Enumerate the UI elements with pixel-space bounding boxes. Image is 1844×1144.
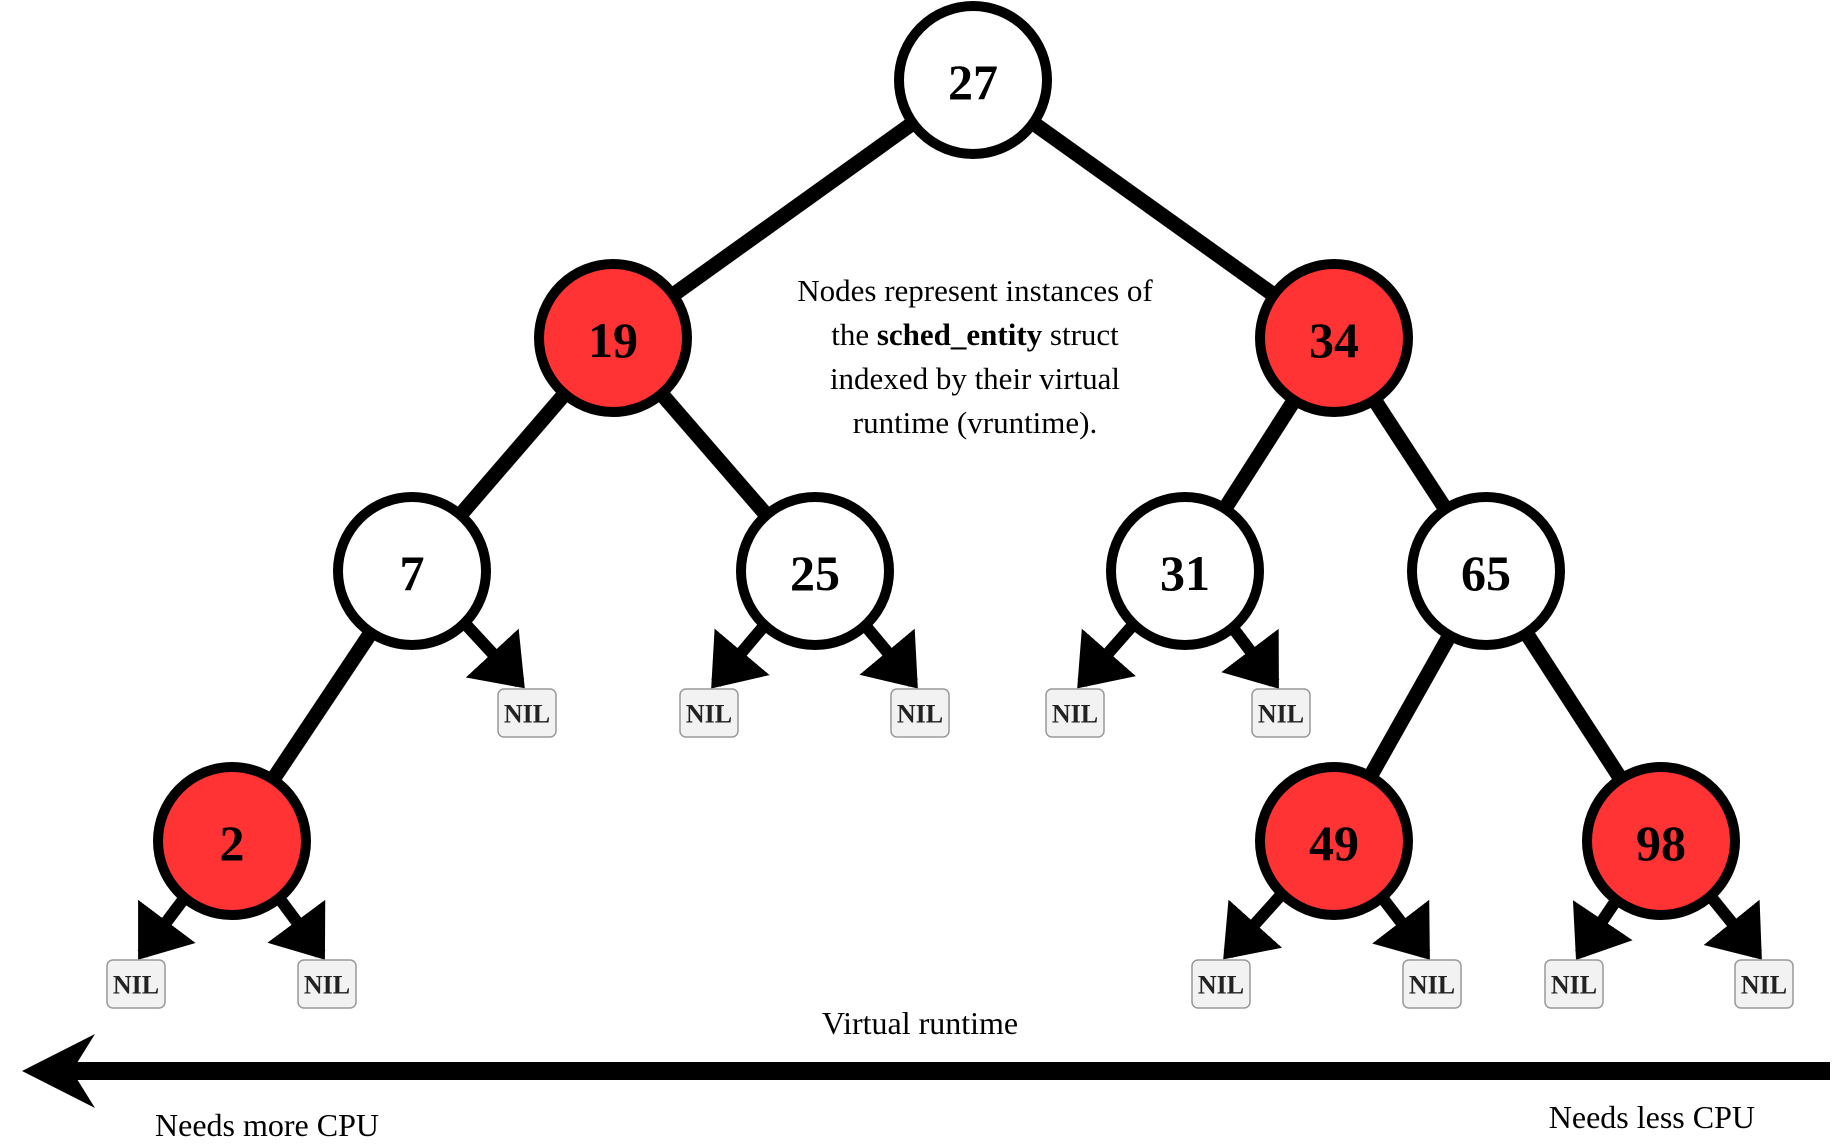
nil-arrow-49	[1223, 889, 1287, 960]
nil-arrow-2	[267, 894, 326, 960]
axis-right-label: Needs less CPU	[1549, 1099, 1755, 1135]
nil-arrow-31	[1077, 620, 1139, 689]
nil-box	[1544, 959, 1604, 1009]
nil-label: NIL	[304, 971, 350, 1000]
nil-leaf: NIL	[497, 688, 557, 738]
black-node-circle	[894, 1, 1052, 159]
nil-label: NIL	[1741, 971, 1787, 1000]
red-node-circle	[153, 762, 311, 920]
note-line-2-suffix: struct	[1042, 317, 1119, 352]
tree-node-98: 98	[1582, 762, 1740, 920]
node-value: 31	[1160, 545, 1210, 601]
red-node-circle	[1255, 259, 1413, 417]
tree-node-34: 34	[1255, 259, 1413, 417]
note-line-2: the sched_entity struct	[831, 317, 1119, 352]
black-node-circle	[333, 492, 491, 650]
nil-arrow-98	[1703, 892, 1762, 960]
nil-label: NIL	[1409, 971, 1455, 1000]
nil-leaf: NIL	[1045, 688, 1105, 738]
nil-box	[679, 688, 739, 738]
nil-leaf: NIL	[1544, 959, 1604, 1009]
tree-node-2: 2	[153, 762, 311, 920]
black-node-circle	[1106, 492, 1264, 650]
node-value: 98	[1636, 815, 1686, 871]
nil-label: NIL	[1258, 700, 1304, 729]
nil-label: NIL	[113, 971, 159, 1000]
tree-node-19: 19	[534, 259, 692, 417]
note-struct-name: sched_entity	[877, 317, 1043, 352]
nil-box	[1191, 959, 1251, 1009]
axis-left-label: Needs more CPU	[155, 1107, 379, 1143]
note-line-2-prefix: the	[831, 317, 877, 352]
node-value: 27	[948, 54, 998, 110]
axis-label: Virtual runtime	[822, 1005, 1018, 1041]
nil-leaf: NIL	[1402, 959, 1462, 1009]
tree-node-27: 27	[894, 1, 1052, 159]
red-node-circle	[534, 259, 692, 417]
tree-node-31: 31	[1106, 492, 1264, 650]
note-line-3: indexed by their virtual	[830, 361, 1120, 396]
node-value: 49	[1309, 815, 1359, 871]
node-value: 65	[1461, 545, 1511, 601]
nil-leaf: NIL	[679, 688, 739, 738]
nil-box	[1402, 959, 1462, 1009]
tree-node-49: 49	[1255, 762, 1413, 920]
tree-node-7: 7	[333, 492, 491, 650]
black-node-circle	[736, 492, 894, 650]
black-node-circle	[1407, 492, 1565, 650]
nil-label: NIL	[897, 700, 943, 729]
nil-label: NIL	[504, 700, 550, 729]
nil-label: NIL	[686, 700, 732, 729]
nil-leaf: NIL	[1251, 688, 1311, 738]
virtual-runtime-axis: Virtual runtime Needs more CPU Needs les…	[22, 1005, 1830, 1143]
nil-arrow-2	[137, 894, 196, 960]
nil-box	[1045, 688, 1105, 738]
nil-box	[890, 688, 950, 738]
node-value: 19	[588, 312, 638, 368]
nil-box	[1251, 688, 1311, 738]
node-value: 2	[220, 815, 245, 871]
nil-label: NIL	[1052, 700, 1098, 729]
nil-label: NIL	[1198, 971, 1244, 1000]
nil-box	[497, 688, 557, 738]
node-value: 34	[1309, 312, 1359, 368]
node-value: 7	[400, 545, 425, 601]
nil-leaf: NIL	[1191, 959, 1251, 1009]
note-line-4: runtime (vruntime).	[853, 405, 1098, 440]
axis-arrow-left-icon	[22, 1034, 95, 1108]
node-value: 25	[790, 545, 840, 601]
nil-arrow-98	[1572, 896, 1633, 960]
nil-leaf: NIL	[106, 959, 166, 1009]
tree-nodes: 27 19 34 7 25 31 65 2 49 98	[153, 1, 1740, 920]
description-note: Nodes represent instances of the sched_e…	[797, 273, 1153, 440]
red-node-circle	[1255, 762, 1413, 920]
tree-node-25: 25	[736, 492, 894, 650]
nil-leaves: NIL NIL NIL NIL NIL NIL NIL NIL NIL NIL NIL	[106, 688, 1794, 1009]
nil-pointer-edges	[137, 619, 1762, 960]
nil-leaf: NIL	[1734, 959, 1794, 1009]
nil-arrow-31	[1221, 623, 1280, 689]
nil-leaf: NIL	[297, 959, 357, 1009]
nil-box	[297, 959, 357, 1009]
note-line-1: Nodes represent instances of	[797, 273, 1153, 308]
nil-arrow-7	[460, 619, 525, 689]
nil-arrow-25	[859, 621, 918, 689]
red-node-circle	[1582, 762, 1740, 920]
nil-label: NIL	[1551, 971, 1597, 1000]
nil-arrow-49	[1372, 893, 1431, 960]
tree-node-65: 65	[1407, 492, 1565, 650]
nil-arrow-25	[711, 621, 770, 689]
nil-box	[106, 959, 166, 1009]
nil-box	[1734, 959, 1794, 1009]
nil-leaf: NIL	[890, 688, 950, 738]
